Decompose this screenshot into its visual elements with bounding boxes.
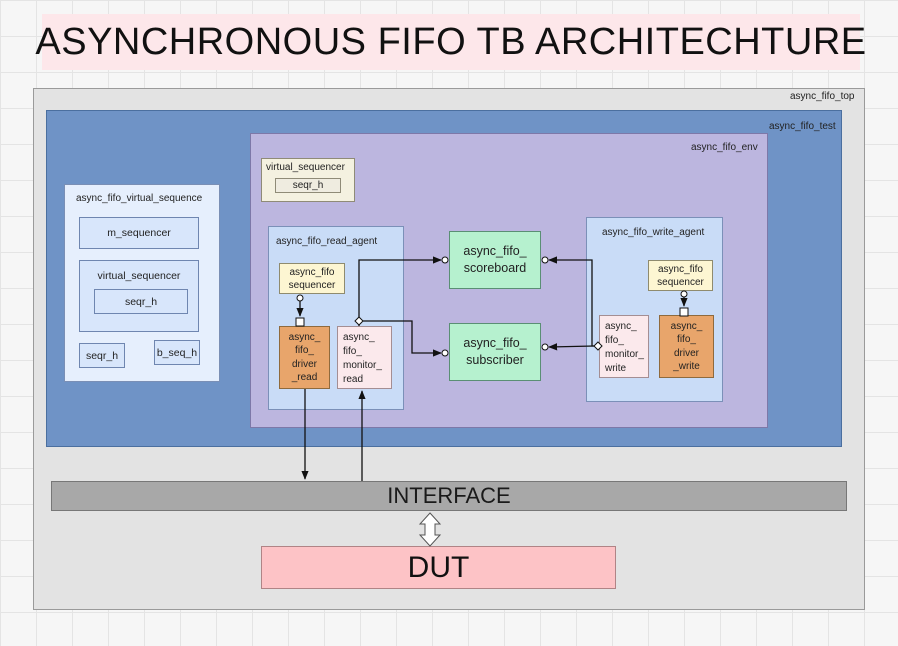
write-sequencer-box: async_fifo sequencer [648,260,713,291]
async-fifo-env-label: async_fifo_env [691,142,758,153]
write-seq-to-driver-connector [679,290,689,317]
read-monitor-to-subscriber-connector [354,316,449,357]
write-agent-label: async_fifo_write_agent [602,227,705,238]
virtual-sequence-label: async_fifo_virtual_sequence [76,193,203,204]
async-fifo-top-label: async_fifo_top [790,91,855,102]
diagram-title: ASYNCHRONOUS FIFO TB ARCHITECHTURE [35,14,866,70]
write-monitor-box: async_ fifo_ monitor_ write [599,315,649,378]
env-seqr-h-box: seqr_h [275,178,341,193]
read-seq-to-driver-connector [295,294,305,327]
seqr-h-box: seqr_h [79,343,125,368]
write-monitor-to-scoreboard-connector [541,256,598,347]
env-virtual-sequencer-label: virtual_sequencer [266,162,345,173]
write-driver-box: async_ fifo_ driver _write [659,315,714,378]
interface-bar: INTERFACE [51,481,847,511]
read-sequencer-box: async_fifo sequencer [279,263,345,294]
read-driver-box: async_ fifo_ driver _read [279,326,330,389]
read-monitor-to-scoreboard-connector [358,256,449,326]
scoreboard-box: async_fifo_ scoreboard [449,231,541,289]
virtual-sequencer-label: virtual_sequencer [97,270,181,282]
dut-box: DUT [261,546,616,589]
m-sequencer-box: m_sequencer [79,217,199,249]
write-monitor-to-subscriber-connector [541,341,603,351]
b-seq-h-box: b_seq_h [154,340,200,365]
async-fifo-test-label: async_fifo_test [769,121,836,132]
vseq-seqr-h-inner-box: seqr_h [94,289,188,314]
interface-dut-double-arrow [418,512,442,547]
read-agent-label: async_fifo_read_agent [276,236,378,247]
subscriber-box: async_fifo_ subscriber [449,323,541,381]
read-monitor-box: async_ fifo_ monitor_ read [337,326,392,389]
